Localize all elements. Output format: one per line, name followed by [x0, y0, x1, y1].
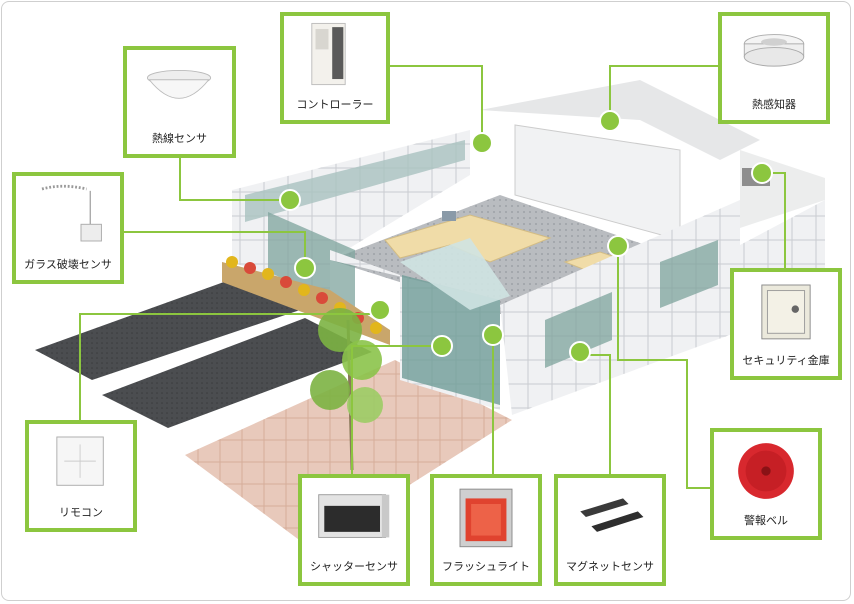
ceiling-detector-icon — [743, 34, 805, 67]
heat-detector-card: 熱感知器 — [718, 12, 830, 124]
laptop — [442, 211, 456, 221]
magnet-sensor-card: マグネットセンサ — [554, 474, 666, 586]
remote-label: リモコン — [59, 506, 103, 519]
shutter-sensor-label: シャッターセンサ — [310, 560, 398, 573]
remote-card: リモコン — [25, 420, 137, 532]
connector-dots — [279, 110, 773, 363]
alarm-bell-card: 警報ベル — [710, 428, 822, 540]
safe-card: セキュリティ金庫 — [730, 268, 842, 380]
magnet-sensor-label: マグネットセンサ — [566, 560, 654, 573]
controller-card: コントローラー — [280, 12, 390, 124]
entrance-canopy — [400, 238, 510, 310]
bell-icon — [738, 443, 794, 499]
remote-panel-icon — [56, 436, 104, 486]
flash-light-icon — [459, 488, 513, 548]
parking-lot-2 — [102, 318, 372, 428]
safe-label: セキュリティ金庫 — [742, 354, 830, 367]
back-wall — [480, 80, 760, 160]
controller-panel-icon — [311, 22, 346, 86]
dome-sensor-icon — [146, 69, 212, 99]
heat-sensor-card: 熱線センサ — [123, 46, 236, 158]
right-window-1 — [545, 292, 612, 368]
shutter-sensor-icon — [318, 494, 390, 538]
parking-lot-1 — [35, 278, 300, 380]
plaza-paving — [185, 360, 512, 548]
flash-light-label: フラッシュライト — [442, 560, 530, 573]
heat-detector-label: 熱感知器 — [752, 98, 796, 111]
right-window-2 — [660, 240, 718, 308]
glass-break-label: ガラス破壊センサ — [24, 258, 112, 271]
alarm-bell-label: 警報ベル — [744, 514, 788, 527]
heat-sensor-label: 熱線センサ — [152, 132, 207, 145]
desk — [384, 214, 552, 263]
coiled-cable-sensor-icon — [41, 184, 102, 242]
flash-light-card: フラッシュライト — [430, 474, 542, 586]
magnet-sensor-icon — [580, 498, 644, 532]
safe-icon — [761, 284, 811, 340]
glass-break-card: ガラス破壊センサ — [12, 172, 124, 284]
shutter-sensor-card: シャッターセンサ — [298, 474, 410, 586]
controller-label: コントローラー — [296, 98, 374, 111]
